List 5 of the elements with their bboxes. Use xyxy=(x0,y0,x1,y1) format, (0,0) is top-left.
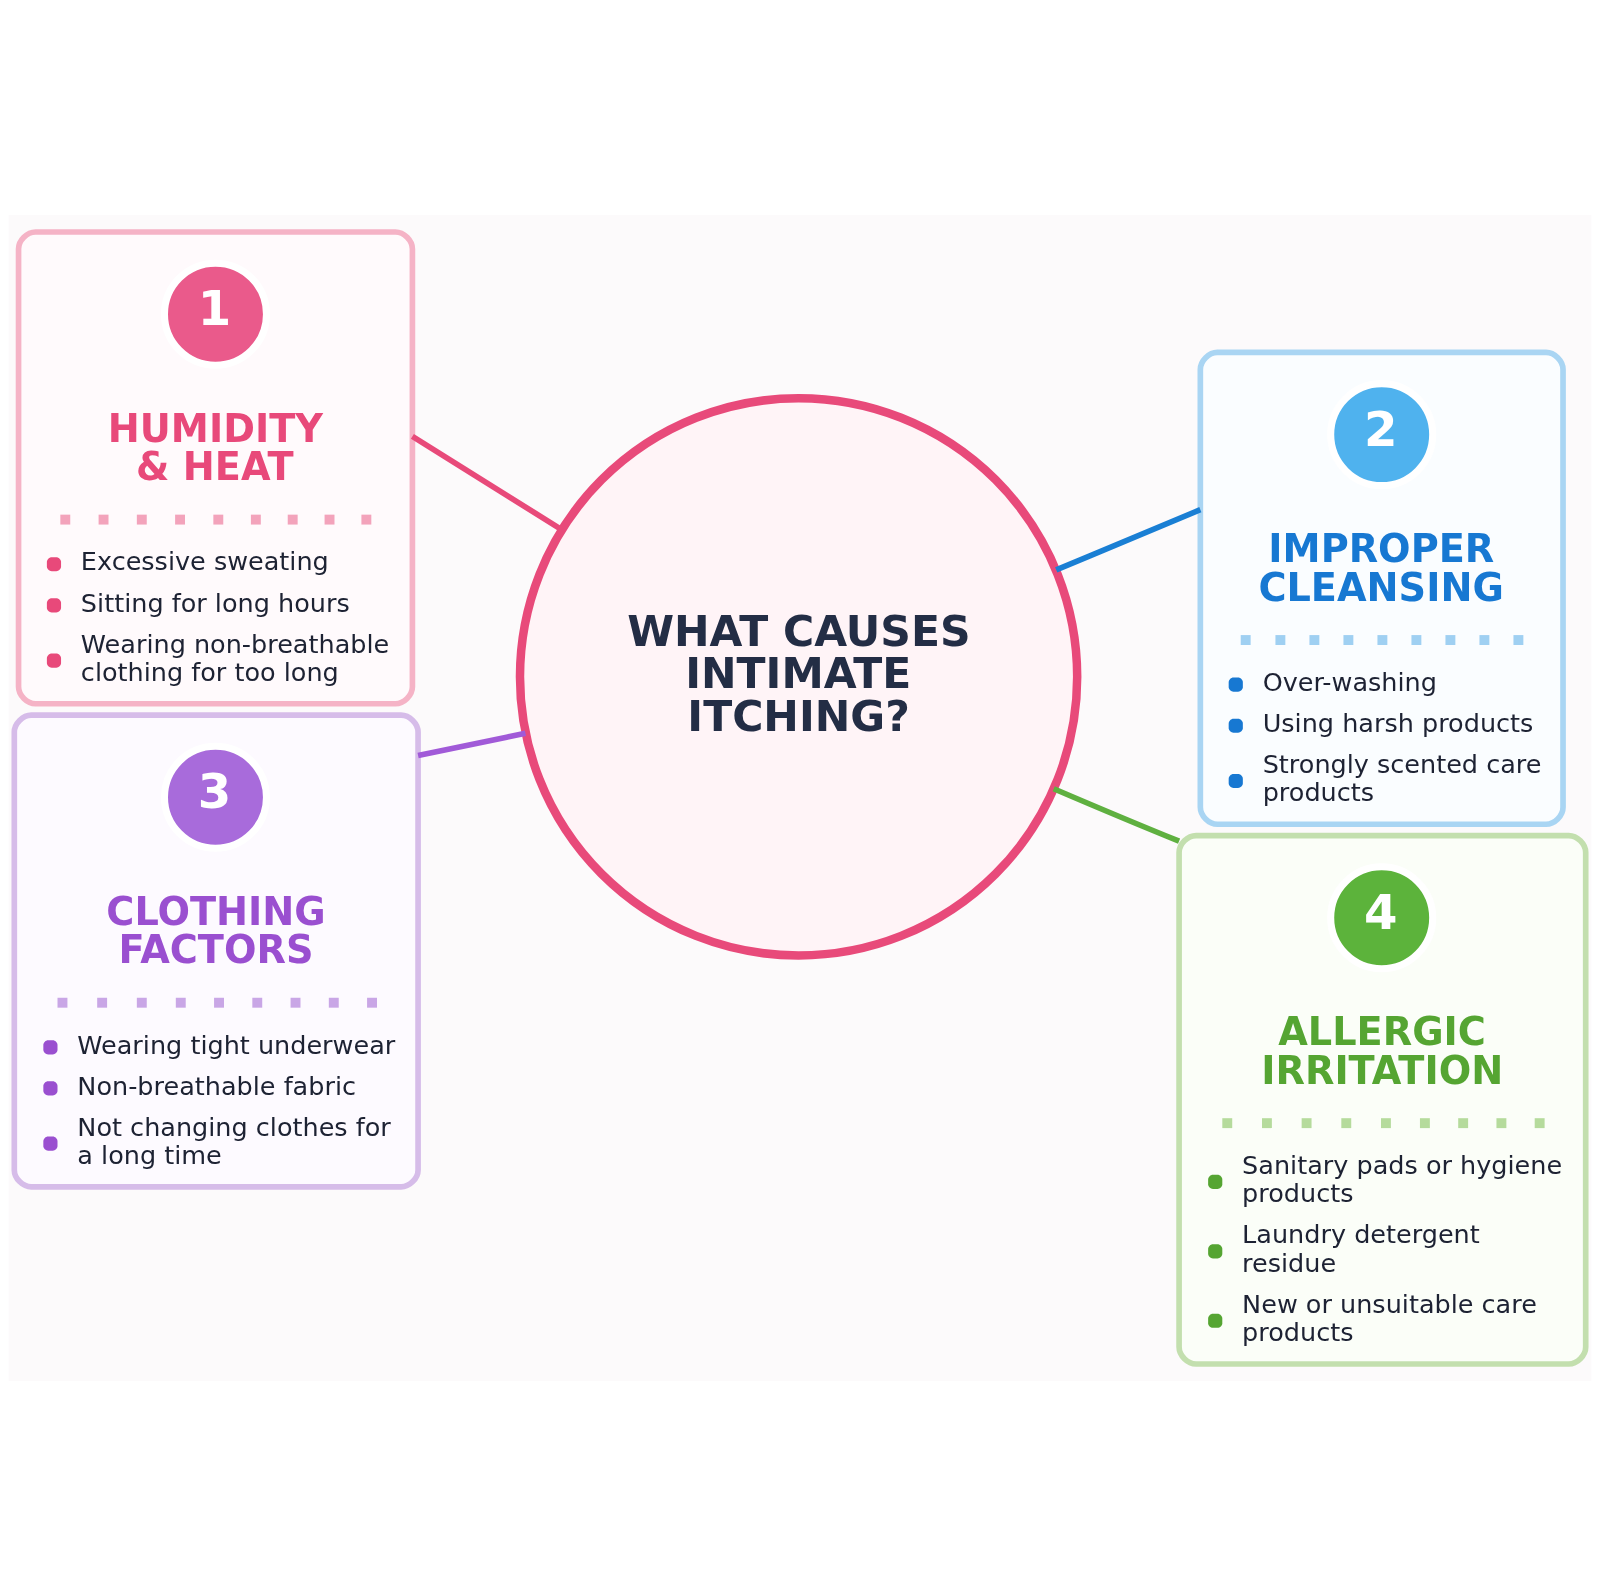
connector xyxy=(417,729,527,758)
connector xyxy=(1055,506,1202,572)
node-circle: WHAT CAUSES INTIMATE ITCHING? xyxy=(515,393,1082,960)
node-circle: 4 xyxy=(1327,862,1437,972)
connector xyxy=(1052,785,1181,844)
